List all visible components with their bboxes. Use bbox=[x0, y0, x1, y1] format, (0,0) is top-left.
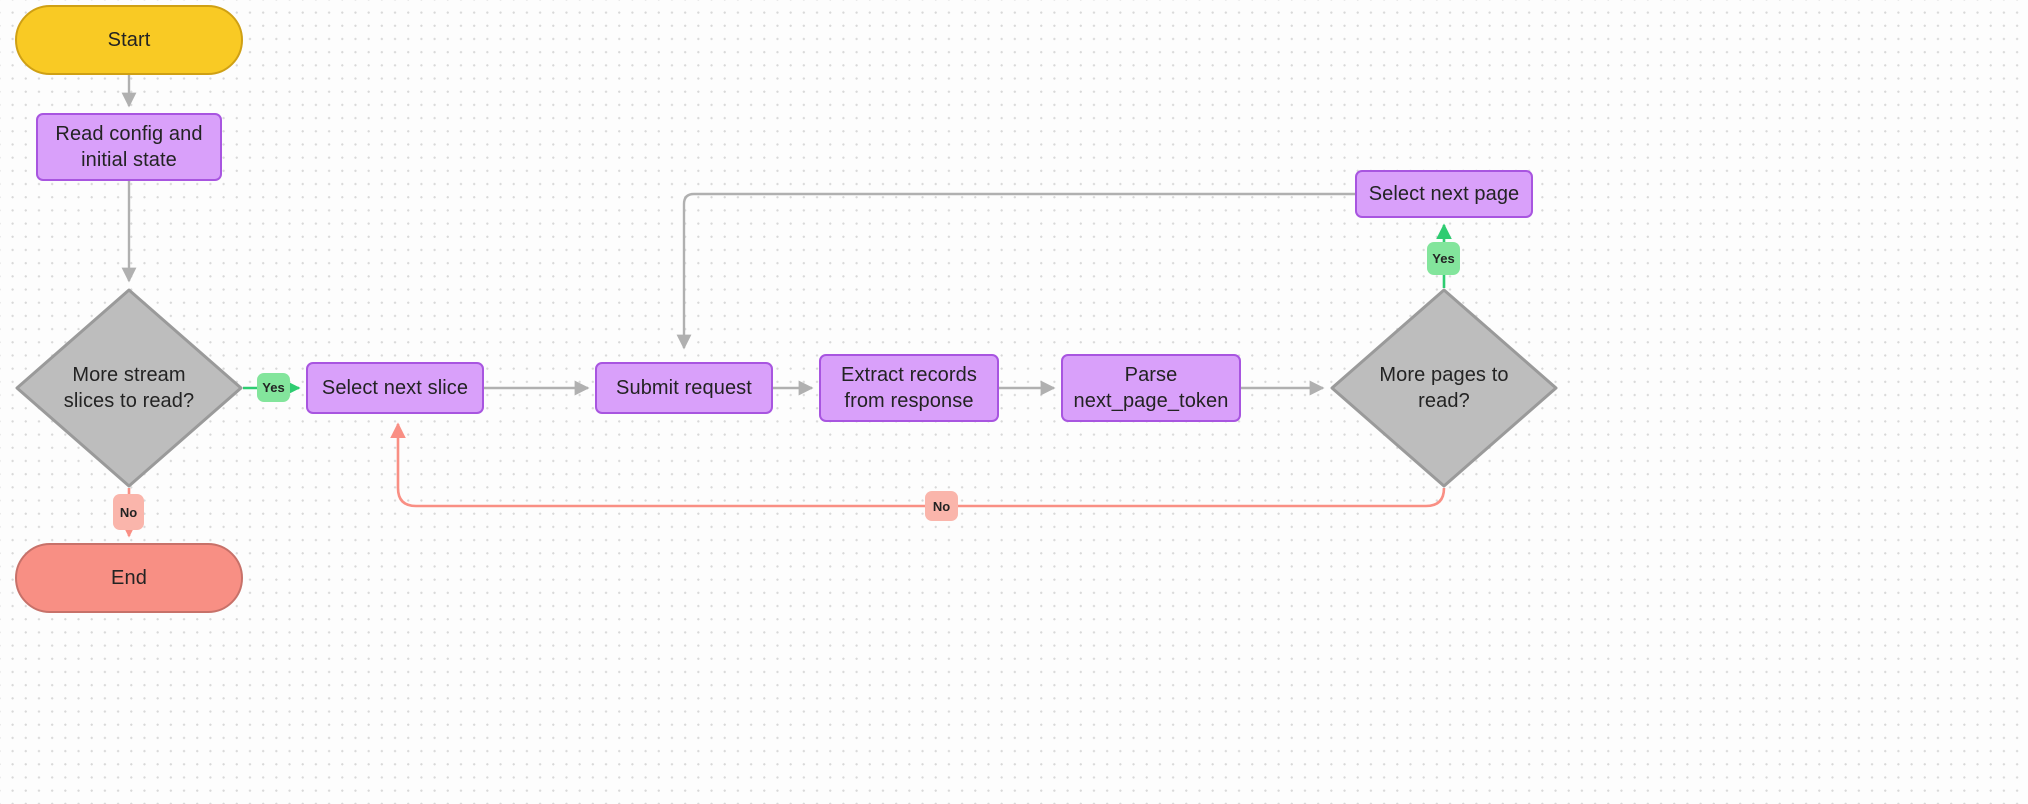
node-submit-request[interactable]: Submit request bbox=[595, 362, 773, 414]
node-parse-next-page-token-label: Parse next_page_token bbox=[1073, 364, 1229, 412]
edge-more-pages-no bbox=[390, 422, 1446, 508]
node-select-next-slice-label: Select next slice bbox=[321, 377, 469, 399]
edge-label-yes-more-pages-text: Yes bbox=[1432, 251, 1455, 266]
edge-select-page-to-submit bbox=[676, 192, 1355, 350]
node-more-pages-label: More pages to read? bbox=[1379, 364, 1509, 412]
node-parse-next-page-token[interactable]: Parse next_page_token bbox=[1061, 354, 1241, 422]
node-more-pages[interactable]: More pages to read? bbox=[1330, 288, 1558, 488]
edge-label-no-more-pages[interactable]: No bbox=[925, 491, 958, 521]
node-extract-records[interactable]: Extract records from response bbox=[819, 354, 999, 422]
edge-label-yes-more-slices-text: Yes bbox=[262, 380, 285, 395]
node-start[interactable]: Start bbox=[15, 5, 243, 75]
node-more-stream-slices[interactable]: More stream slices to read? bbox=[15, 288, 243, 488]
node-start-label: Start bbox=[107, 29, 151, 51]
node-read-config[interactable]: Read config and initial state bbox=[36, 113, 222, 181]
edge-label-yes-more-slices[interactable]: Yes bbox=[257, 373, 290, 402]
node-select-next-page-label: Select next page bbox=[1368, 183, 1520, 205]
node-more-stream-slices-label: More stream slices to read? bbox=[63, 364, 195, 412]
node-read-config-label: Read config and initial state bbox=[55, 123, 203, 171]
node-end[interactable]: End bbox=[15, 543, 243, 613]
edge-label-no-more-pages-text: No bbox=[932, 498, 951, 514]
decision-diamond-shape bbox=[15, 288, 243, 488]
node-end-label: End bbox=[111, 567, 147, 589]
node-extract-records-label: Extract records from response bbox=[841, 364, 977, 412]
edge-label-no-more-slices-text: No bbox=[119, 504, 138, 520]
node-select-next-slice[interactable]: Select next slice bbox=[306, 362, 484, 414]
edge-label-no-more-slices[interactable]: No bbox=[113, 494, 144, 530]
edge-label-yes-more-pages[interactable]: Yes bbox=[1427, 242, 1460, 275]
node-select-next-page[interactable]: Select next page bbox=[1355, 170, 1533, 218]
node-submit-request-label: Submit request bbox=[616, 377, 752, 399]
